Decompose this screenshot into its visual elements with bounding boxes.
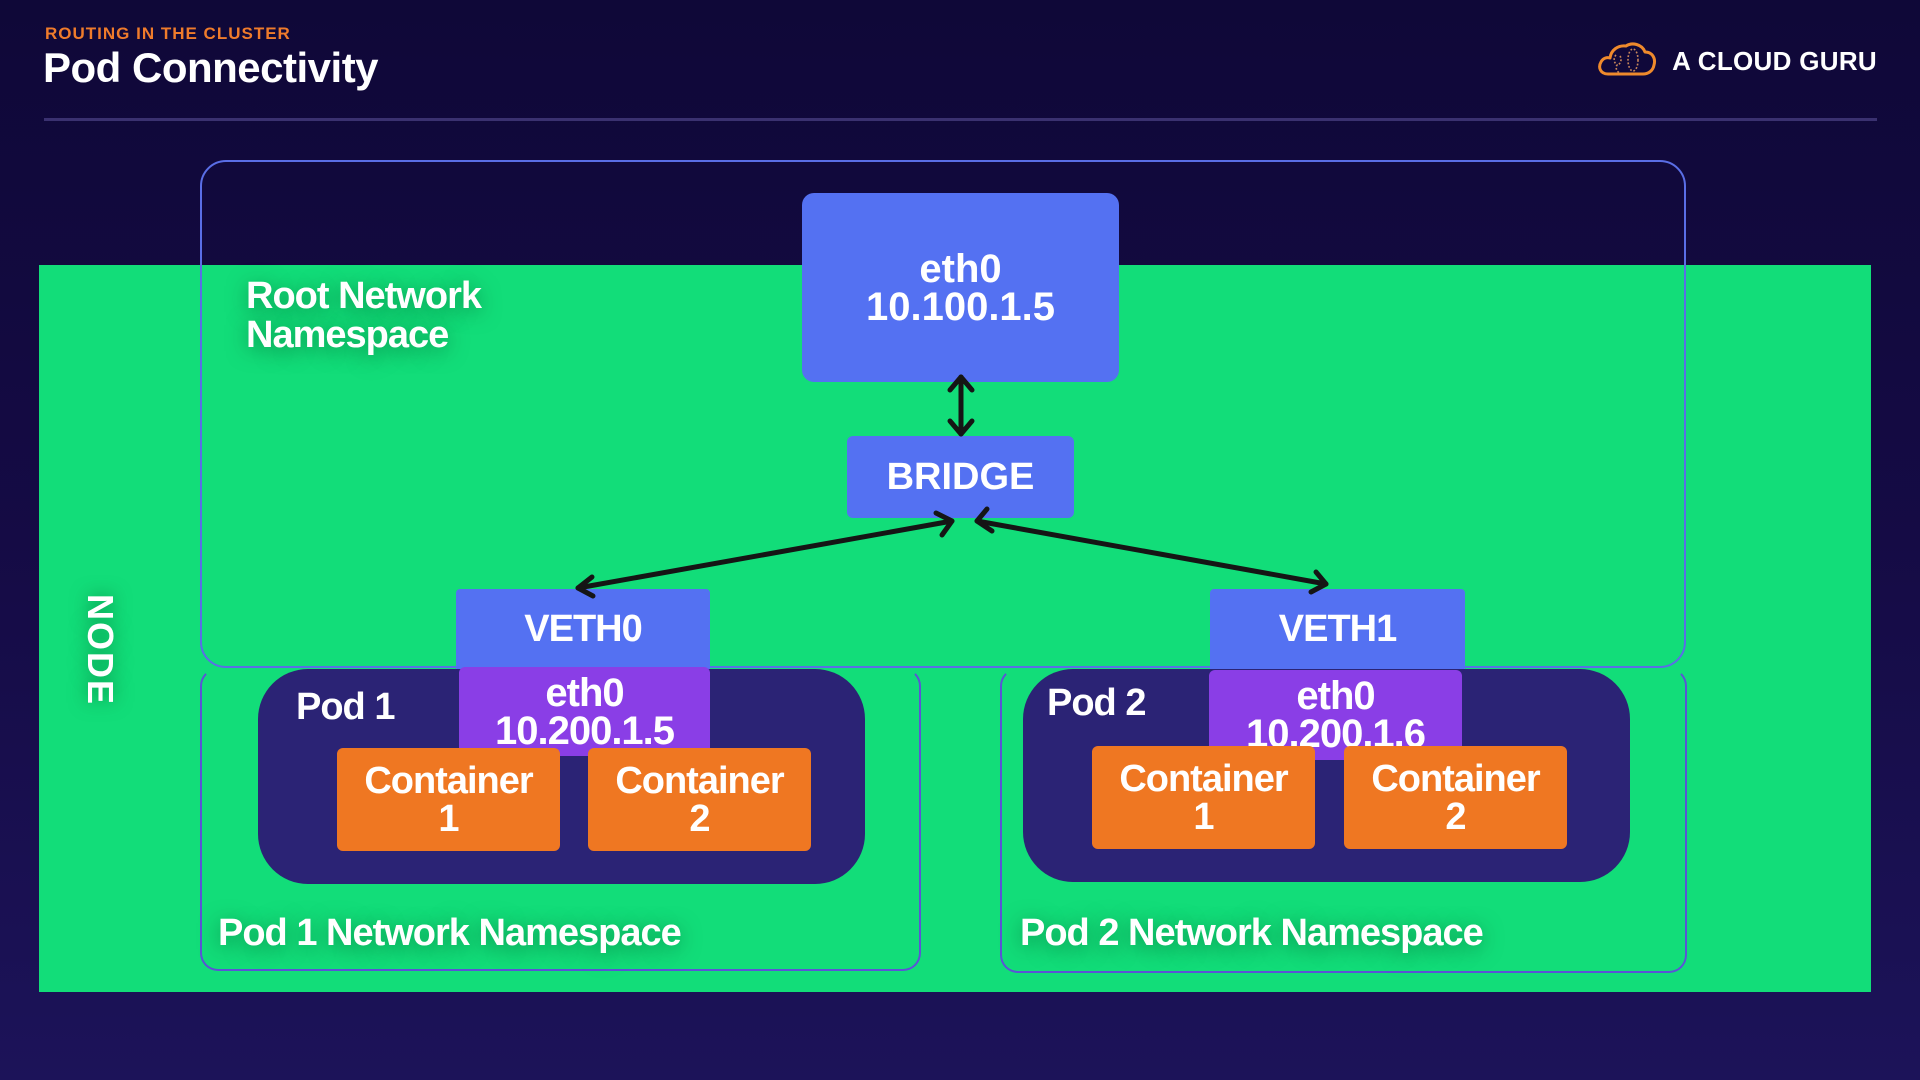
root-eth0-interface: eth0 10.100.1.5: [802, 193, 1119, 382]
root-eth0-ip: 10.100.1.5: [865, 284, 1056, 329]
node-label: NODE: [80, 593, 122, 707]
veth1-label: VETH1: [1278, 607, 1397, 650]
section-subtitle: ROUTING IN THE CLUSTER: [45, 24, 291, 43]
header-divider: [44, 118, 1877, 121]
bridge: BRIDGE: [847, 436, 1074, 518]
cloud-logo-icon: [1596, 40, 1658, 83]
brand-name: A CLOUD GURU: [1672, 46, 1877, 76]
veth0-interface: VETH0: [456, 589, 710, 669]
pod2-eth0-name: eth0: [1296, 674, 1375, 718]
brand-logo: A CLOUD GURU: [1596, 40, 1877, 83]
pod1-eth0-ip: 10.200.1.5: [494, 708, 675, 753]
pod2-namespace-label: Pod 2 Network Namespace: [1020, 912, 1484, 954]
pod2-network-namespace: [1000, 668, 1687, 973]
veth1-interface: VETH1: [1210, 589, 1465, 669]
pod1-eth0-name: eth0: [545, 670, 624, 715]
page-title: Pod Connectivity: [43, 44, 379, 91]
root-namespace-label: Root Network Namespace: [246, 275, 482, 356]
pod2-container-2: Container 2: [1344, 746, 1567, 849]
pod1-eth0-interface: eth0 10.200.1.5: [459, 667, 710, 756]
veth0-label: VETH0: [524, 607, 642, 650]
pod1-container-1: Container 1: [337, 748, 560, 851]
pod2-eth0-interface: eth0 10.200.1.6: [1209, 670, 1462, 760]
pod1-namespace-label: Pod 1 Network Namespace: [218, 912, 682, 954]
bridge-label: BRIDGE: [886, 455, 1035, 498]
root-network-namespace: [200, 160, 1686, 668]
pod2-container-1: Container 1: [1092, 746, 1315, 849]
pod1-container-2: Container 2: [588, 748, 811, 851]
root-eth0-name: eth0: [919, 246, 1002, 291]
pod2-label: Pod 2: [1047, 682, 1146, 724]
pod1-network-namespace: [200, 668, 921, 971]
pod1-label: Pod 1: [296, 686, 395, 728]
